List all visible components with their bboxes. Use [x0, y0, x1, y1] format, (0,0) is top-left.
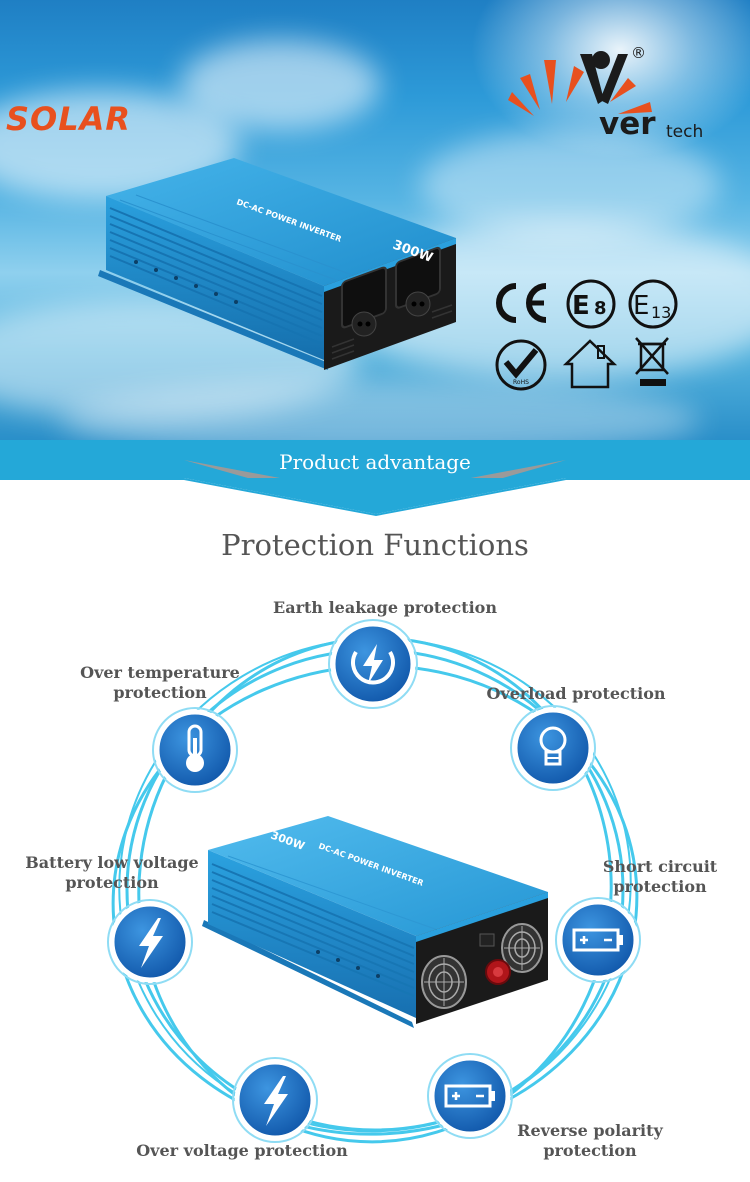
banner-chevron [0, 460, 750, 516]
battery-icon [427, 1053, 513, 1139]
svg-text:RoHS: RoHS [513, 379, 529, 386]
brand-solar-text: SOLAR [6, 100, 132, 138]
brand-tech-text: tech [666, 122, 704, 142]
earth-leakage-icon [328, 619, 418, 709]
lightning-icon [107, 899, 193, 985]
lightbulb-icon [510, 705, 596, 791]
inverter-with-fans-image: DC-AC POWER INVERTER 300W [202, 816, 548, 1028]
protection-icons [107, 619, 641, 1143]
protection-label-over-voltage: Over voltage protection [136, 1141, 348, 1160]
svg-text:13: 13 [651, 303, 671, 322]
svg-text:E: E [572, 291, 590, 321]
protection-label-battery-low-voltage: Battery low voltage protection [25, 853, 199, 892]
svg-text:8: 8 [594, 298, 607, 319]
thermometer-icon [152, 707, 238, 793]
protection-label-short-circuit: Short circuit protection [602, 857, 718, 896]
banner-title: Product advantage [279, 450, 471, 474]
inverter-product-image: DC-AC POWER INVERTER 300W [98, 158, 456, 370]
battery-icon [555, 897, 641, 983]
cooling-fan [421, 955, 467, 1009]
lightning-icon [232, 1057, 318, 1143]
house-mark-icon [562, 339, 618, 389]
cloud [60, 380, 700, 440]
section-banner [0, 440, 750, 478]
ce-mark-icon [496, 283, 547, 323]
protection-label-overload: Overload protection [486, 684, 666, 703]
rohs-mark-icon: RoHS [495, 339, 547, 391]
protection-label-over-temperature: Over temperature protection [80, 663, 240, 702]
logo-sun-icon [508, 51, 652, 116]
e13-mark-icon: E 13 [628, 279, 678, 329]
protection-label-earth-leakage: Earth leakage protection [273, 598, 497, 617]
weee-bin-icon [635, 337, 669, 386]
svg-text:E: E [633, 291, 649, 321]
cloud [180, 40, 380, 130]
brand-ver-text: ver [599, 106, 656, 142]
e8-mark-icon: E 8 [566, 279, 616, 329]
cooling-fan [501, 923, 543, 973]
registered-mark: ® [631, 44, 646, 62]
section-title: Protection Functions [221, 528, 529, 562]
protection-label-reverse-polarity: Reverse polarity protection [517, 1121, 663, 1160]
